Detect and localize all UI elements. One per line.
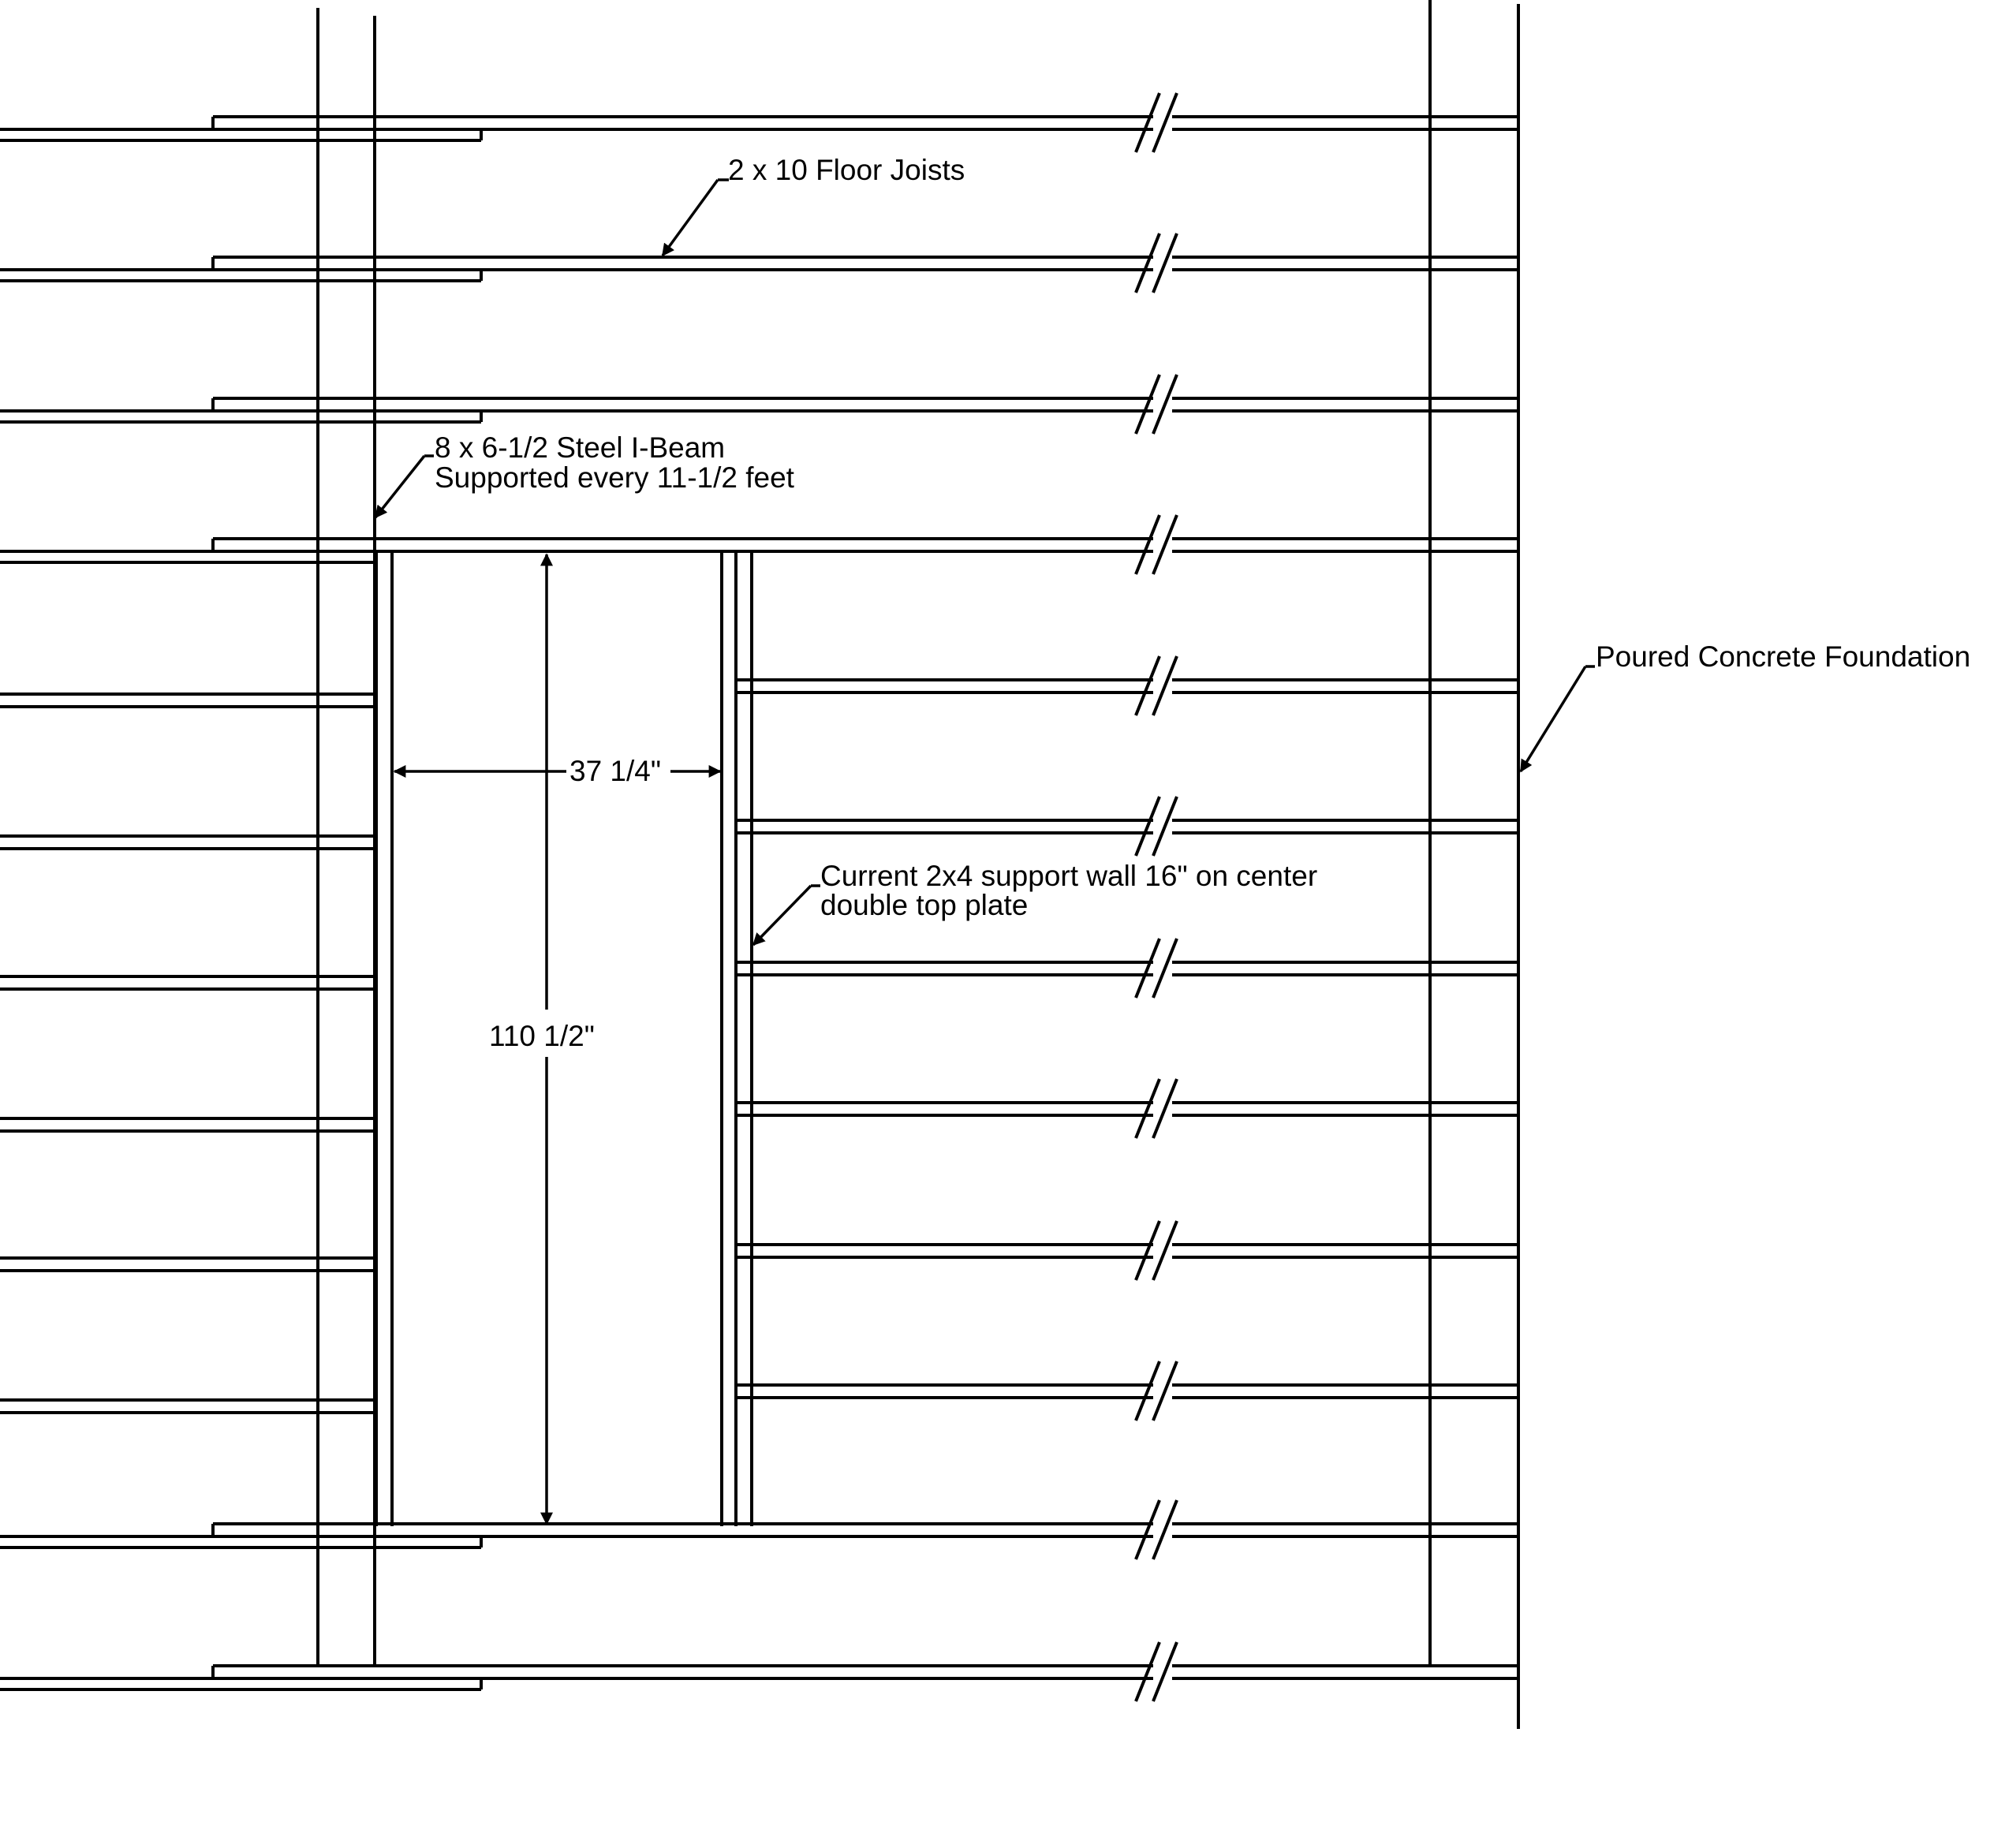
break-mark bbox=[1134, 1641, 1178, 1702]
break-slash bbox=[1134, 514, 1161, 575]
break-slash bbox=[1134, 374, 1161, 435]
beam-label-line1: 8 x 6-1/2 Steel I-Beam bbox=[435, 431, 725, 464]
break-slash bbox=[1134, 938, 1161, 999]
break-mark bbox=[1134, 1361, 1178, 1421]
break-mark bbox=[1134, 374, 1178, 435]
width-dimension-label: 37 1/4" bbox=[569, 755, 661, 787]
concrete-foundation-wall bbox=[1428, 0, 1520, 1729]
break-slash bbox=[1134, 92, 1161, 153]
break-slash bbox=[1152, 1361, 1178, 1421]
width-dimension: 37 1/4" bbox=[393, 755, 722, 787]
break-mark bbox=[1134, 796, 1178, 857]
right-support-stud bbox=[720, 552, 753, 1526]
joist-stub bbox=[0, 693, 376, 708]
break-mark bbox=[1134, 655, 1178, 716]
floor-joist bbox=[0, 115, 1518, 142]
break-slash bbox=[1134, 796, 1161, 857]
break-slash bbox=[1134, 1361, 1161, 1421]
joist-right bbox=[734, 1243, 1518, 1259]
break-mark bbox=[1134, 514, 1178, 575]
floor-joist bbox=[0, 1522, 1518, 1549]
foundation-callout: Poured Concrete Foundation bbox=[1519, 640, 1970, 773]
beam-callout: 8 x 6-1/2 Steel I-Beam Supported every 1… bbox=[374, 431, 795, 519]
wall-label-line2: double top plate bbox=[820, 889, 1028, 921]
joists-label: 2 x 10 Floor Joists bbox=[728, 154, 965, 186]
joist-right bbox=[734, 678, 1518, 694]
joist-stub bbox=[0, 975, 376, 991]
break-slash bbox=[1134, 233, 1161, 293]
wall-callout: Current 2x4 support wall 16" on center d… bbox=[752, 860, 1317, 946]
joist-stub bbox=[0, 1117, 376, 1133]
wall-label-line1: Current 2x4 support wall 16" on center bbox=[820, 860, 1317, 892]
joists-callout: 2 x 10 Floor Joists bbox=[661, 154, 965, 257]
break-slash bbox=[1152, 92, 1178, 153]
joist-right bbox=[734, 1101, 1518, 1117]
joist-stub bbox=[0, 834, 376, 850]
floor-joists-right bbox=[734, 678, 1518, 1399]
joist-stub bbox=[0, 1398, 376, 1414]
joist-right bbox=[734, 819, 1518, 834]
break-slash bbox=[1134, 655, 1161, 716]
break-slash bbox=[1152, 1078, 1178, 1139]
break-slash bbox=[1152, 233, 1178, 293]
floor-joist bbox=[0, 1664, 1518, 1691]
joist-right bbox=[734, 961, 1518, 976]
break-mark bbox=[1134, 938, 1178, 999]
floor-joist bbox=[0, 537, 1518, 564]
break-mark bbox=[1134, 1220, 1178, 1281]
break-slash bbox=[1152, 655, 1178, 716]
break-slash bbox=[1152, 1641, 1178, 1702]
floor-joists-left-stubs bbox=[0, 693, 376, 1414]
break-slash bbox=[1134, 1641, 1161, 1702]
height-dimension-label: 110 1/2" bbox=[489, 1020, 595, 1052]
break-slash bbox=[1152, 374, 1178, 435]
break-slash bbox=[1134, 1499, 1161, 1560]
break-mark bbox=[1134, 92, 1178, 153]
joist-right bbox=[734, 1383, 1518, 1399]
floor-joist bbox=[0, 397, 1518, 424]
floor-joist bbox=[0, 256, 1518, 282]
left-support-stud bbox=[375, 552, 394, 1526]
height-dimension: 110 1/2" bbox=[489, 553, 595, 1525]
break-mark bbox=[1134, 233, 1178, 293]
break-slash bbox=[1152, 796, 1178, 857]
break-mark bbox=[1134, 1078, 1178, 1139]
break-slash bbox=[1134, 1220, 1161, 1281]
foundation-label: Poured Concrete Foundation bbox=[1596, 640, 1970, 673]
break-slash bbox=[1152, 1499, 1178, 1560]
break-marks bbox=[1134, 92, 1178, 1702]
joist-stub bbox=[0, 1256, 376, 1272]
beam-label-line2: Supported every 11-1/2 feet bbox=[435, 461, 795, 494]
break-slash bbox=[1152, 514, 1178, 575]
break-slash bbox=[1134, 1078, 1161, 1139]
break-mark bbox=[1134, 1499, 1178, 1560]
break-slash bbox=[1152, 1220, 1178, 1281]
floor-joists-full bbox=[0, 115, 1518, 1691]
break-slash bbox=[1152, 938, 1178, 999]
